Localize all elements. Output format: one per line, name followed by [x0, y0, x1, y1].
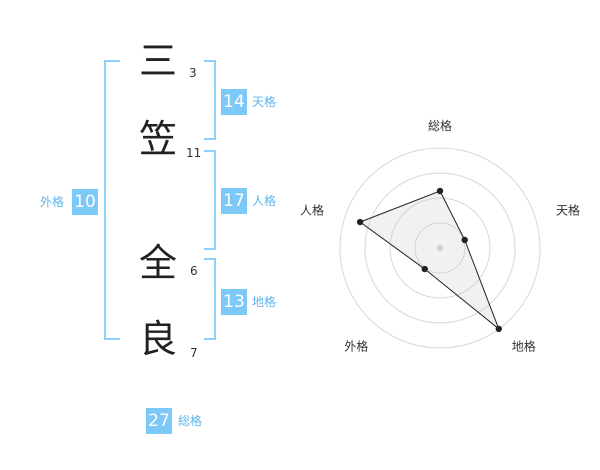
- radar-axis-label-1: 総格: [428, 118, 452, 133]
- stroke-count-3: 6: [190, 264, 198, 278]
- radar-axis-label-3: 地格: [512, 339, 536, 354]
- radar-polygon: [359, 190, 500, 331]
- radar-axis-label-2: 天格: [556, 202, 580, 217]
- gaikaku-label: 外格: [40, 195, 65, 209]
- name-char-4: 良: [138, 317, 177, 361]
- radar-point-4: [421, 265, 428, 273]
- jinkaku-label: 人格: [252, 194, 277, 208]
- radar-point-5: [356, 218, 364, 226]
- name-char-1: 三: [138, 39, 177, 83]
- radar-axis-label-5: 人格: [300, 202, 324, 217]
- soukaku-label: 総格: [178, 414, 203, 428]
- radar-grid-ring: [389, 197, 491, 299]
- chikaku-value: 13: [221, 289, 247, 315]
- name-char-3: 全: [138, 241, 177, 285]
- radar-grid-ring: [414, 222, 466, 274]
- name-char-2: 笠: [138, 117, 177, 161]
- chikaku-label: 地格: [252, 295, 277, 309]
- radar-axis-label-4: 外格: [344, 339, 368, 354]
- gaikaku-value: 10: [72, 189, 98, 215]
- soukaku-value: 27: [146, 408, 172, 434]
- radar-point-1: [436, 187, 444, 195]
- radar-grid-ring: [364, 172, 516, 324]
- radar-point-2: [461, 236, 468, 244]
- jinkaku-value: 17: [221, 188, 247, 214]
- stroke-count-2: 11: [186, 146, 202, 160]
- stroke-count-1: 3: [189, 66, 197, 80]
- stroke-count-4: 7: [190, 346, 198, 360]
- radar-point-3: [495, 325, 502, 333]
- tenkaku-label: 天格: [252, 95, 277, 109]
- tenkaku-value: 14: [221, 89, 247, 115]
- radar-center-dot: [437, 245, 443, 251]
- radar-grid-ring: [339, 147, 541, 349]
